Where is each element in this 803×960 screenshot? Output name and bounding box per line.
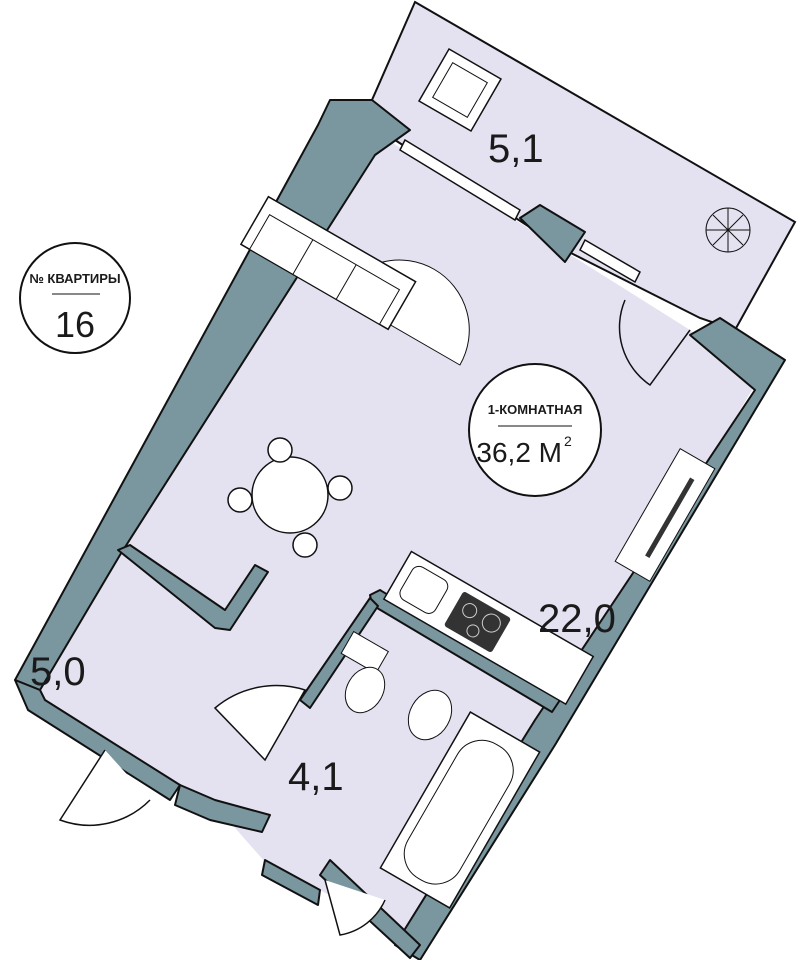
dining-table — [227, 437, 353, 558]
window — [399, 138, 641, 284]
total-area-badge: 1-КОМНАТНАЯ 36,2 М 2 — [468, 363, 602, 497]
bathroom-door — [213, 684, 307, 762]
tv-stand — [614, 448, 716, 582]
apartment-number-caption: № КВАРТИРЫ — [29, 271, 120, 286]
living-room-area-label: 22,0 — [538, 597, 616, 641]
kitchen — [382, 550, 595, 706]
sink — [407, 689, 453, 741]
room-count-label: 1-КОМНАТНАЯ — [488, 402, 583, 417]
sofa — [239, 195, 470, 366]
apartment-number: 16 — [55, 304, 95, 345]
bathroom-area-label: 4,1 — [288, 755, 344, 799]
entrance-door — [58, 749, 151, 827]
utility-door — [324, 879, 386, 936]
toilet — [340, 630, 390, 714]
balcony-area-label: 5,1 — [488, 127, 544, 171]
watermark-logo: циан — [560, 798, 668, 851]
hallway-area-label: 5,0 — [30, 650, 86, 694]
plant-icon — [705, 207, 751, 253]
bathtub — [379, 711, 541, 909]
armchair — [417, 47, 503, 133]
area-unit-superscript: 2 — [564, 433, 572, 449]
total-area-value: 36,2 М — [476, 437, 562, 468]
apartment-number-badge: № КВАРТИРЫ 16 — [19, 242, 131, 354]
balcony-door — [618, 299, 691, 387]
apartment-floor — [30, 130, 755, 945]
